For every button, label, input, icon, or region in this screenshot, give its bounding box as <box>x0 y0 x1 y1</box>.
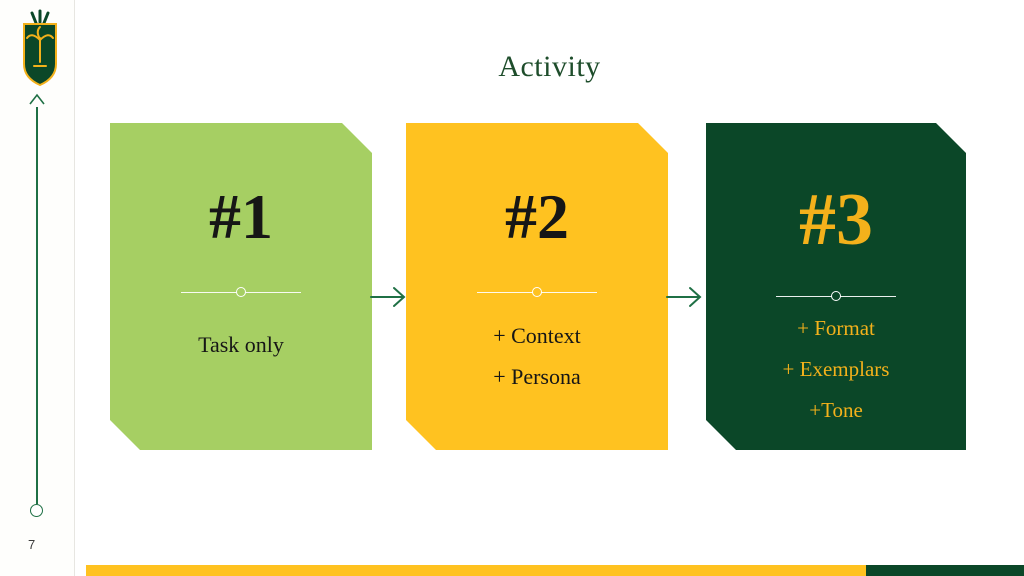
step-number: #1 <box>209 181 273 252</box>
slide-title: Activity <box>498 50 601 83</box>
step-description: + Context + Persona <box>493 315 581 397</box>
timeline-line <box>36 107 38 504</box>
step-line: +Tone <box>809 398 863 422</box>
page-number: 7 <box>28 537 36 552</box>
right-arrow-icon <box>370 287 406 307</box>
card-divider <box>776 291 896 303</box>
step-line: Task only <box>198 332 284 357</box>
up-arrow-icon <box>29 93 45 105</box>
step-number: #2 <box>505 181 569 252</box>
right-arrow-icon <box>666 287 702 307</box>
card-divider <box>181 287 301 299</box>
circle-marker-icon <box>30 504 43 517</box>
step-description: + Format + Exemplars +Tone <box>783 308 890 431</box>
step-card-1: #1 Task only <box>110 123 372 450</box>
footer-green-segment <box>866 565 1024 576</box>
step-card-3: #3 + Format + Exemplars +Tone <box>706 123 966 450</box>
school-crest-logo <box>23 9 57 87</box>
divider-circle-icon <box>532 287 542 297</box>
step-card-2: #2 + Context + Persona <box>406 123 668 450</box>
card-divider <box>477 287 597 299</box>
footer-gold-segment <box>86 565 866 576</box>
step-line: + Format <box>797 316 875 340</box>
step-number: #3 <box>799 179 873 261</box>
step-line: + Context <box>493 323 581 348</box>
footer-accent-bar <box>86 565 1024 576</box>
step-description: Task only <box>198 325 284 365</box>
step-line: + Persona <box>493 364 581 389</box>
left-rail: 7 <box>0 0 75 576</box>
divider-circle-icon <box>236 287 246 297</box>
step-line: + Exemplars <box>782 357 890 381</box>
divider-circle-icon <box>831 291 841 301</box>
